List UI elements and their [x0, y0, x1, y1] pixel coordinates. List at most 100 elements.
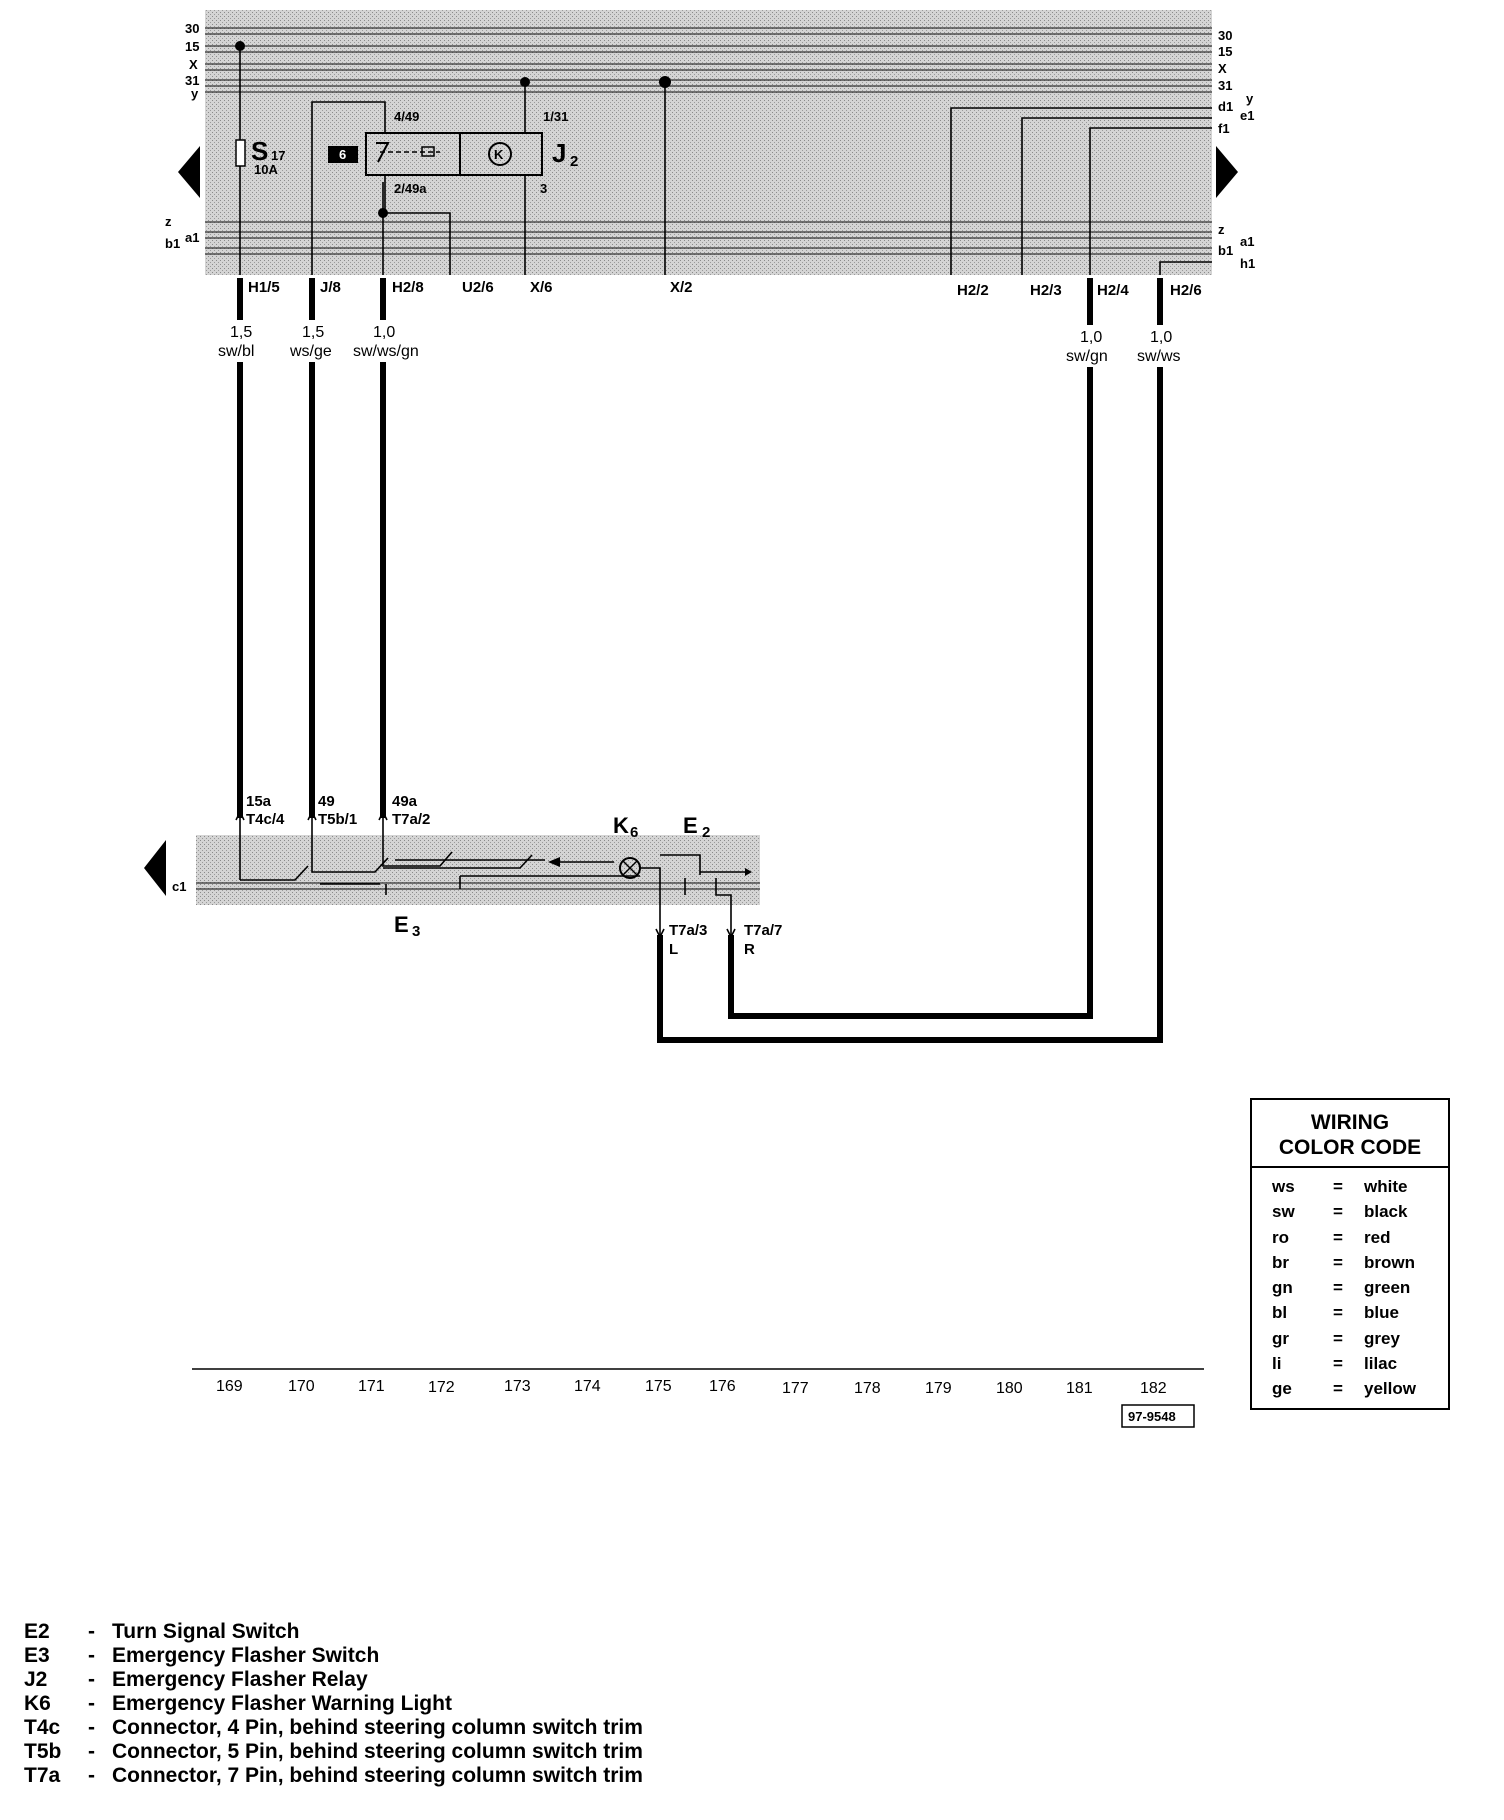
switch-pin-a-bottom: T4c/4	[246, 811, 285, 828]
legend-code: E2	[24, 1620, 50, 1643]
bus-label-left-15: 15	[185, 39, 199, 54]
color-name: lilac	[1364, 1354, 1398, 1374]
connector-x-6: X/6	[530, 279, 553, 296]
color-code-row: ge=yellow	[1252, 1376, 1448, 1401]
wire-spec-labels: 1,5 sw/bl 1,5 ws/ge 1,0 sw/ws/gn 1,0 sw/…	[218, 324, 1181, 365]
turn-switch-number: 2	[702, 824, 710, 841]
connector-j-8: J/8	[320, 279, 341, 296]
color-name: white	[1364, 1177, 1408, 1196]
legend-item: J2-Emergency Flasher Relay	[24, 1668, 924, 1692]
bus-label-left-y: y	[191, 86, 199, 101]
relay-j2: 6 K J 2 4/49 1/31 2/49a 3	[328, 109, 578, 213]
wire-spec-color-1: sw/bl	[218, 343, 254, 360]
bus-label-left-b1: b1	[165, 236, 180, 251]
wire-spec-size-5: 1,0	[1150, 329, 1172, 346]
relay-coil-letter: K	[494, 147, 504, 162]
relay-pin-3: 3	[540, 181, 547, 196]
switch-pin-c-bottom: T7a/2	[392, 811, 430, 828]
legend-desc: Connector, 5 Pin, behind steering column…	[112, 1740, 643, 1763]
upper-bus-lines	[205, 27, 1212, 93]
legend-desc: Connector, 7 Pin, behind steering column…	[112, 1764, 643, 1787]
switch-panel: c1	[144, 793, 782, 958]
connector-h2-2: H2/2	[957, 282, 989, 299]
color-abbr: ge	[1272, 1379, 1292, 1399]
equals-sign: =	[1333, 1177, 1343, 1196]
color-abbr: bl	[1272, 1303, 1288, 1323]
wire-spec-color-2: ws/ge	[289, 343, 332, 360]
fuse-label: S	[251, 136, 268, 166]
lower-bus-lines	[205, 221, 1212, 255]
color-code-row: sw=black	[1252, 1199, 1448, 1224]
color-abbr: gn	[1272, 1278, 1293, 1298]
relay-coil-symbol	[488, 142, 512, 166]
bus-label-right-d1: d1	[1218, 99, 1233, 114]
legend-code: T7a	[24, 1764, 61, 1787]
ruler-182: 182	[1140, 1380, 1167, 1397]
bus-label-left-a1: a1	[185, 230, 199, 245]
bus-label-left-z: z	[165, 214, 172, 229]
wire-spec-size-4: 1,0	[1080, 329, 1102, 346]
color-code-title: WIRING COLOR CODE	[1252, 1100, 1448, 1168]
connector-x-2: X/2	[670, 279, 693, 296]
color-code-row: li = lilac	[1252, 1351, 1448, 1376]
color-abbr: br	[1272, 1252, 1289, 1272]
equals-sign: =	[1333, 1354, 1343, 1374]
legend-code: J2	[24, 1668, 48, 1691]
connector-h2-3: H2/3	[1030, 282, 1062, 299]
legend-dash: -	[88, 1692, 95, 1715]
diagram-code: 97-9548	[1128, 1409, 1176, 1424]
out-right-top: T7a/7	[744, 922, 782, 939]
switch-pin-b-top: 49	[318, 793, 335, 810]
ruler-176: 176	[709, 1378, 736, 1395]
legend-code: T5b	[24, 1740, 62, 1763]
connector-labels: H1/5 J/8 H2/8 U2/6 X/6 X/2 H2/2 H2/3 H2/…	[248, 279, 1202, 299]
connector-h2-8: H2/8	[392, 279, 424, 296]
legend-item: T7a-Connector, 7 Pin, behind steering co…	[24, 1764, 924, 1788]
fuse-s17	[235, 139, 246, 167]
ruler-178: 178	[854, 1380, 881, 1397]
bus-label-right-y: y	[1246, 91, 1254, 106]
switch-pin-a-top: 15a	[246, 793, 272, 810]
legend-item: T4c-Connector, 4 Pin, behind steering co…	[24, 1716, 924, 1740]
wire-h2-4	[728, 278, 1093, 1019]
color-code-row: ws=white	[1252, 1174, 1448, 1199]
bus-label-right-x: X	[1218, 61, 1227, 76]
wire-spec-size-2: 1,5	[302, 324, 324, 341]
bus-label-right-h1: h1	[1240, 256, 1255, 271]
ruler-169: 169	[216, 1378, 243, 1395]
equals-sign: =	[1333, 1328, 1343, 1348]
diagram-code-box	[1121, 1404, 1195, 1428]
flasher-switch-number: 3	[412, 923, 420, 940]
connector-h2-6: H2/6	[1170, 282, 1202, 299]
relay-pin-4: 4/49	[394, 109, 419, 124]
left-continuation-arrow	[178, 146, 200, 198]
legend-item: E2-Turn Signal Switch	[24, 1620, 924, 1644]
legend-desc: Connector, 4 Pin, behind steering column…	[112, 1716, 643, 1739]
diode-symbol	[548, 857, 560, 867]
lamp-number: 6	[630, 824, 638, 841]
bus-label-right-e1: e1	[1240, 108, 1254, 123]
ruler-179: 179	[925, 1380, 952, 1397]
equals-sign: =	[1333, 1227, 1343, 1247]
legend-desc: Emergency Flasher Relay	[112, 1668, 368, 1691]
out-right-bottom: R	[744, 941, 755, 958]
wire-spec-color-4: sw/gn	[1066, 348, 1108, 365]
equals-sign: =	[1333, 1379, 1343, 1399]
internal-wires	[235, 41, 1212, 275]
color-abbr: li	[1272, 1354, 1282, 1374]
relay-pin-2: 2/49a	[394, 181, 427, 196]
bus-label-left-x: X	[189, 57, 198, 72]
external-wires	[215, 278, 1196, 1043]
legend-dash: -	[88, 1644, 95, 1667]
bus-label-left-30: 30	[185, 21, 199, 36]
color-name: grey	[1364, 1328, 1400, 1348]
relay-number: 2	[570, 153, 578, 170]
bus-label-right-f1: f1	[1218, 121, 1230, 136]
wire-h2-6	[657, 278, 1163, 1043]
relay-pin-1: 1/31	[543, 109, 568, 124]
ruler-171: 171	[358, 1378, 385, 1395]
color-name: brown	[1364, 1252, 1415, 1272]
legend-item: T5b-Connector, 5 Pin, behind steering co…	[24, 1740, 924, 1764]
fuse-rating: 10A	[254, 162, 278, 177]
switch-panel-left-arrow	[144, 840, 166, 896]
